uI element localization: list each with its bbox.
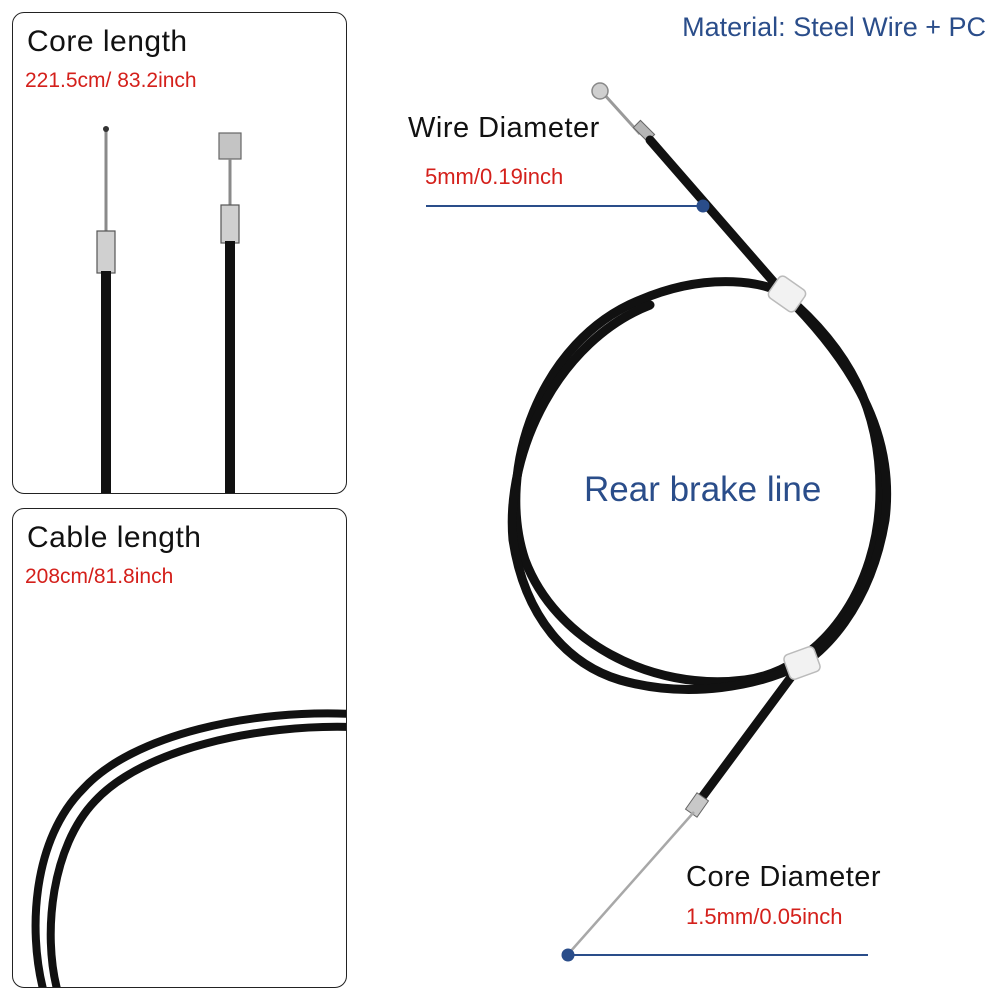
cable-closeup (31, 709, 346, 987)
top-cable-end (591, 82, 656, 143)
core-length-panel: Core length 221.5cm/ 83.2inch (12, 12, 347, 494)
core-diameter-value: 1.5mm/0.05inch (686, 904, 843, 929)
cable-coil (507, 135, 892, 805)
rear-brake-line-label: Rear brake line (584, 470, 822, 509)
cable-clip-top (767, 275, 807, 313)
cable-length-value: 208cm/81.8inch (25, 565, 174, 588)
cable-length-illustration (31, 709, 346, 987)
wire-diameter-callout (426, 199, 710, 213)
wire-diameter-value: 5mm/0.19inch (425, 164, 564, 189)
core-length-illustration (96, 126, 242, 493)
core-diameter-label: Core Diameter (686, 861, 882, 893)
core-diameter-callout (561, 948, 868, 962)
material-label: Material: Steel Wire + PC (682, 12, 986, 42)
cable-clip-bottom (783, 645, 821, 681)
core-length-value: 221.5cm/ 83.2inch (25, 69, 197, 92)
core-end-right (218, 132, 242, 493)
wire-diameter-label: Wire Diameter (408, 112, 600, 144)
cable-length-panel: Cable length 208cm/81.8inch (12, 508, 347, 988)
core-end-left (96, 126, 116, 493)
core-length-title: Core length (27, 25, 188, 58)
bottom-cable-end (569, 792, 710, 953)
cable-length-title: Cable length (27, 521, 202, 554)
